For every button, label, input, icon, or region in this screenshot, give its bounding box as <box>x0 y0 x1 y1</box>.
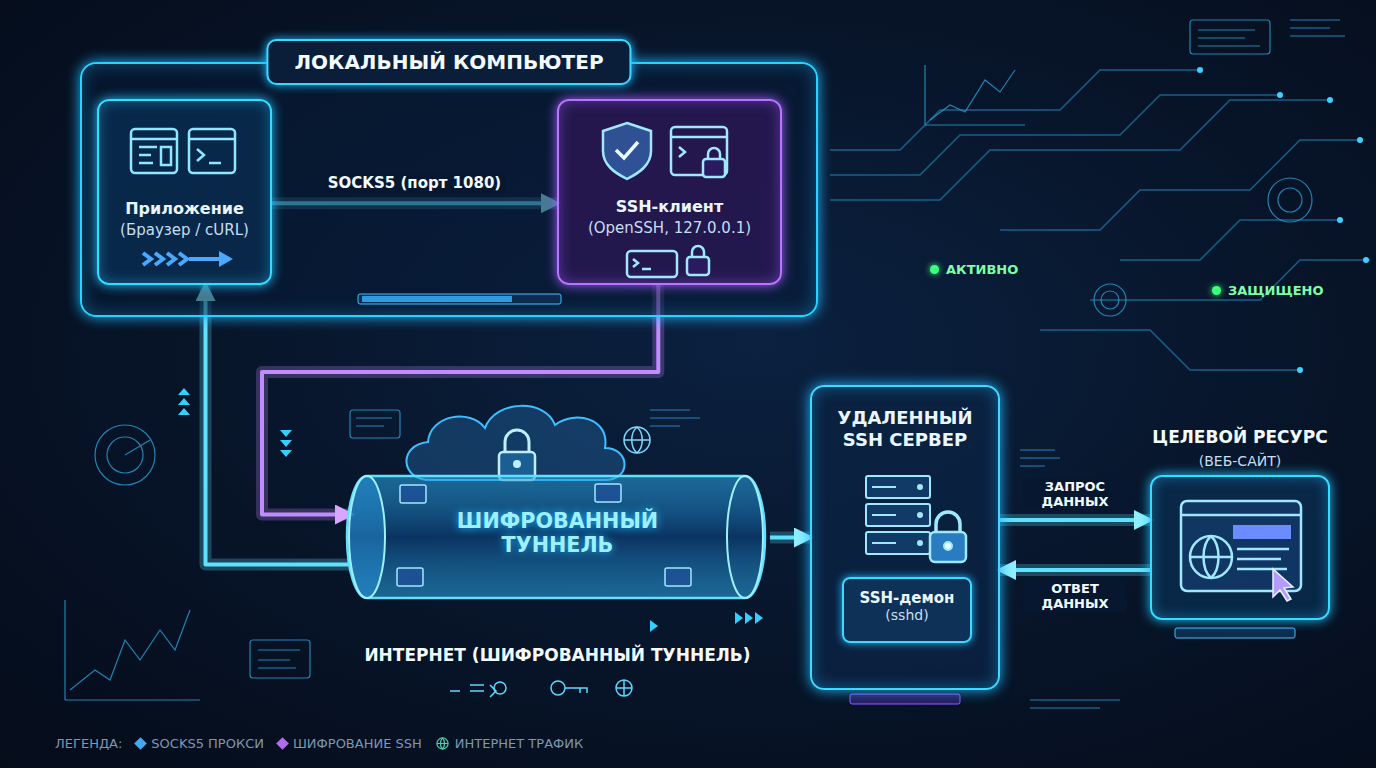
application-box: Приложение (Браузер / cURL) <box>97 99 272 285</box>
text-area: Приложение (Браузер / cURL) <box>105 199 264 239</box>
legend-swatch <box>276 737 289 750</box>
globe-symbol <box>436 737 449 750</box>
legend-item: SOCKS5 ПРОКСИ <box>136 736 264 751</box>
target-subtitle: (ВЕБ-САЙТ) <box>1122 453 1358 469</box>
box-title: SSH-клиент <box>616 197 723 216</box>
connector-glow <box>1000 564 1150 576</box>
connector-arrow <box>770 536 810 540</box>
box-title: SSH-демон <box>860 589 955 607</box>
box-subtitle: (Браузер / cURL) <box>120 221 249 239</box>
box-subtitle: (sshd) <box>885 607 928 623</box>
edge-label: ОТВЕТ ДАННЫХ <box>1023 580 1127 612</box>
status-text: ЗАЩИЩЕНО <box>1228 283 1323 298</box>
connector-arrow <box>206 285 352 565</box>
connector-glow <box>1000 514 1150 526</box>
connector-glow <box>206 285 352 565</box>
status-dot <box>1212 286 1221 295</box>
panel-title: ЛОКАЛЬНЫЙ КОМПЬЮТЕР <box>266 39 631 85</box>
internet-heading: ИНТЕРНЕТ (ШИФРОВАННЫЙ ТУННЕЛЬ) <box>315 645 800 666</box>
box-subtitle: (OpenSSH, 127.0.0.1) <box>588 219 751 237</box>
edge-label: SOCKS5 (порт 1080) <box>324 173 505 193</box>
server-title: УДАЛЕННЫЙ SSH СЕРВЕР <box>835 407 975 450</box>
target-box: ЦЕЛЕВОЙ РЕСУРС(ВЕБ-САЙТ) <box>1150 475 1330 620</box>
legend-swatch <box>134 737 147 750</box>
edge-label: ЗАПРОС ДАННЫХ <box>1023 478 1127 510</box>
text-area: ШИФРОВАННЫЙ ТУННЕЛЬ <box>385 510 730 558</box>
legend-title: ЛЕГЕНДА: <box>55 736 122 751</box>
server-box: УДАЛЕННЫЙ SSH СЕРВЕР SSH-демон(sshd) <box>810 385 1000 690</box>
legend-item: ШИФРОВАНИЕ SSH <box>278 736 422 751</box>
tunnel-cylinder: ШИФРОВАННЫЙ ТУННЕЛЬИНТЕРНЕТ (ШИФРОВАННЫЙ… <box>345 470 770 605</box>
legend-text: ШИФРОВАНИЕ SSH <box>293 736 422 751</box>
text-area: SSH-клиент (OpenSSH, 127.0.0.1) <box>565 197 774 237</box>
connector-arrow <box>1000 518 1150 522</box>
target-title: ЦЕЛЕВОЙ РЕСУРС <box>1122 427 1358 447</box>
connector-glow <box>770 532 810 544</box>
connector-arrow <box>1000 568 1150 572</box>
status-label: ЗАЩИЩЕНО <box>1212 283 1323 298</box>
legend-item: ИНТЕРНЕТ ТРАФИК <box>436 736 583 751</box>
daemon-box: SSH-демон(sshd) <box>842 577 972 643</box>
tunnel-title: ШИФРОВАННЫЙ ТУННЕЛЬ <box>448 510 668 558</box>
legend-text: SOCKS5 ПРОКСИ <box>151 736 264 751</box>
text-area: УДАЛЕННЫЙ SSH СЕРВЕР <box>820 407 990 450</box>
status-label: АКТИВНО <box>930 262 1018 277</box>
legend: ЛЕГЕНДА: SOCKS5 ПРОКСИ ШИФРОВАНИЕ SSH ИНТЕР… <box>55 736 583 751</box>
box-title: Приложение <box>125 199 244 218</box>
status-dot <box>930 265 939 274</box>
legend-text: ИНТЕРНЕТ ТРАФИК <box>455 736 583 751</box>
status-text: АКТИВНО <box>946 262 1018 277</box>
ssh-client-box: SSH-клиент (OpenSSH, 127.0.0.1) <box>557 99 782 285</box>
text-area: SSH-демон(sshd) <box>848 589 966 623</box>
